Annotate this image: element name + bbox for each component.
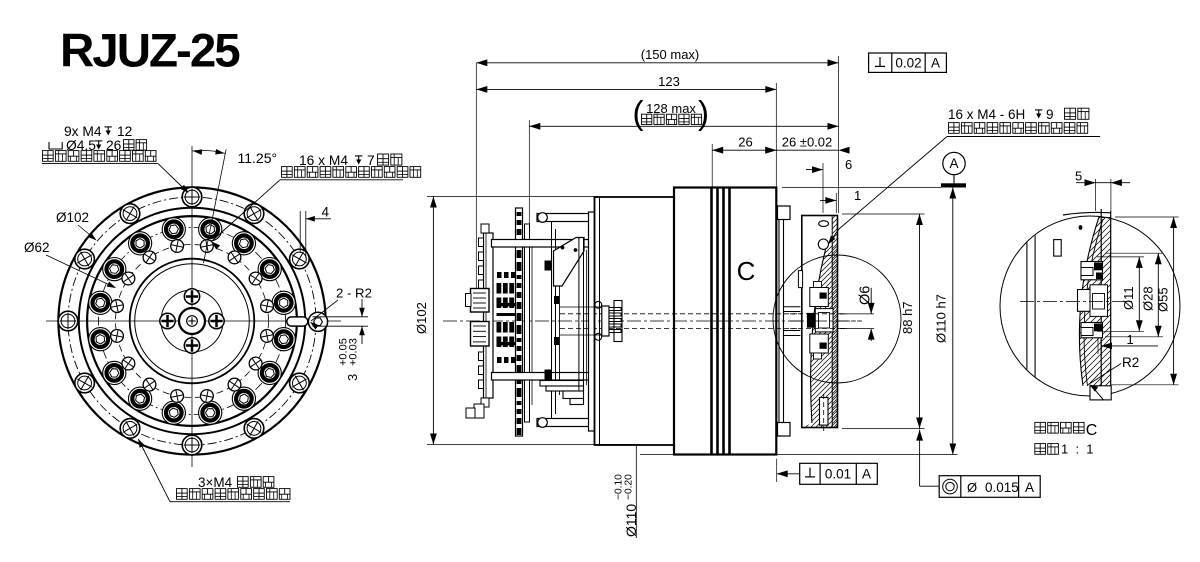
svg-text:26 ±0.02: 26 ±0.02: [782, 135, 833, 150]
svg-text:123: 123: [658, 74, 680, 89]
svg-text:Ø102: Ø102: [414, 302, 429, 334]
svg-text:1: 1: [854, 188, 861, 203]
svg-text:A: A: [931, 56, 940, 71]
svg-text:6: 6: [845, 157, 852, 172]
svg-text:C: C: [1086, 422, 1098, 439]
svg-text:A: A: [1025, 480, 1034, 495]
svg-text:128 max: 128 max: [646, 101, 696, 116]
svg-text:Ø6: Ø6: [858, 286, 874, 305]
svg-text:RJUZ-25: RJUZ-25: [60, 25, 240, 78]
svg-text:1 : 1: 1 : 1: [1061, 442, 1094, 457]
svg-text:R2: R2: [1122, 355, 1139, 370]
svg-text:1: 1: [1127, 332, 1134, 347]
svg-text:16 x M4: 16 x M4: [299, 153, 348, 168]
svg-text:88 h7: 88 h7: [900, 301, 915, 334]
svg-text:−0.20: −0.20: [623, 474, 634, 500]
svg-text:Ø: Ø: [967, 480, 977, 495]
svg-text:5: 5: [1075, 169, 1082, 184]
svg-text:A: A: [862, 467, 871, 482]
svg-text:Ø62: Ø62: [24, 240, 50, 255]
svg-text:): ): [698, 94, 709, 131]
svg-text:4: 4: [322, 205, 330, 220]
svg-text:Ø102: Ø102: [56, 210, 89, 225]
svg-text:11.25°: 11.25°: [238, 150, 278, 166]
svg-text:16 x M4 - 6H: 16 x M4 - 6H: [948, 107, 1025, 122]
svg-text:9x M4: 9x M4: [64, 124, 102, 139]
svg-text:3×M4: 3×M4: [198, 475, 233, 490]
svg-text:9: 9: [1046, 107, 1054, 122]
svg-text:0.02: 0.02: [895, 56, 921, 71]
svg-text:Ø4.5: Ø4.5: [66, 138, 96, 153]
svg-text:A: A: [949, 156, 958, 171]
svg-text:(: (: [633, 94, 644, 131]
svg-text:Ø55: Ø55: [1156, 287, 1171, 312]
svg-text:7: 7: [367, 153, 375, 168]
svg-text:26: 26: [738, 135, 752, 150]
svg-text:2 - R2: 2 - R2: [336, 286, 372, 301]
svg-text:3: 3: [345, 374, 360, 381]
svg-text:Ø110 h7: Ø110 h7: [934, 294, 949, 343]
svg-text:+0.03: +0.03: [347, 338, 359, 366]
svg-text:C: C: [737, 256, 756, 286]
svg-text:0.01: 0.01: [825, 467, 851, 482]
svg-text:12: 12: [117, 124, 132, 139]
svg-text:0.015: 0.015: [985, 480, 1019, 495]
svg-text:Ø110: Ø110: [623, 504, 639, 537]
svg-text:−0.10: −0.10: [614, 474, 625, 500]
svg-text:Ø11: Ø11: [1121, 286, 1136, 310]
svg-text:Ø28: Ø28: [1141, 286, 1156, 311]
svg-text:(150 max): (150 max): [641, 47, 700, 62]
svg-text:+0.05: +0.05: [338, 338, 350, 366]
svg-text:26: 26: [106, 138, 122, 153]
